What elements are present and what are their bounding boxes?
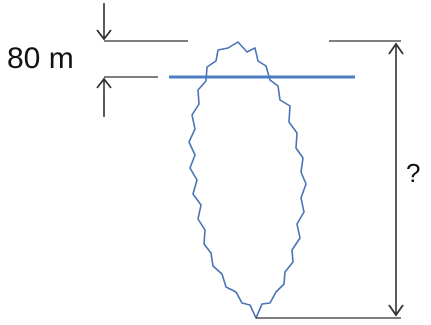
total-height-arrow-bottom-head (388, 304, 404, 317)
upper-arrow-head (96, 29, 112, 41)
iceberg-outline (188, 41, 307, 319)
total-height-label: ? (406, 158, 420, 188)
above-water-height-label: 80 m (7, 42, 74, 75)
total-height-arrow-top-head (388, 42, 404, 55)
lower-arrow-head (96, 77, 112, 89)
